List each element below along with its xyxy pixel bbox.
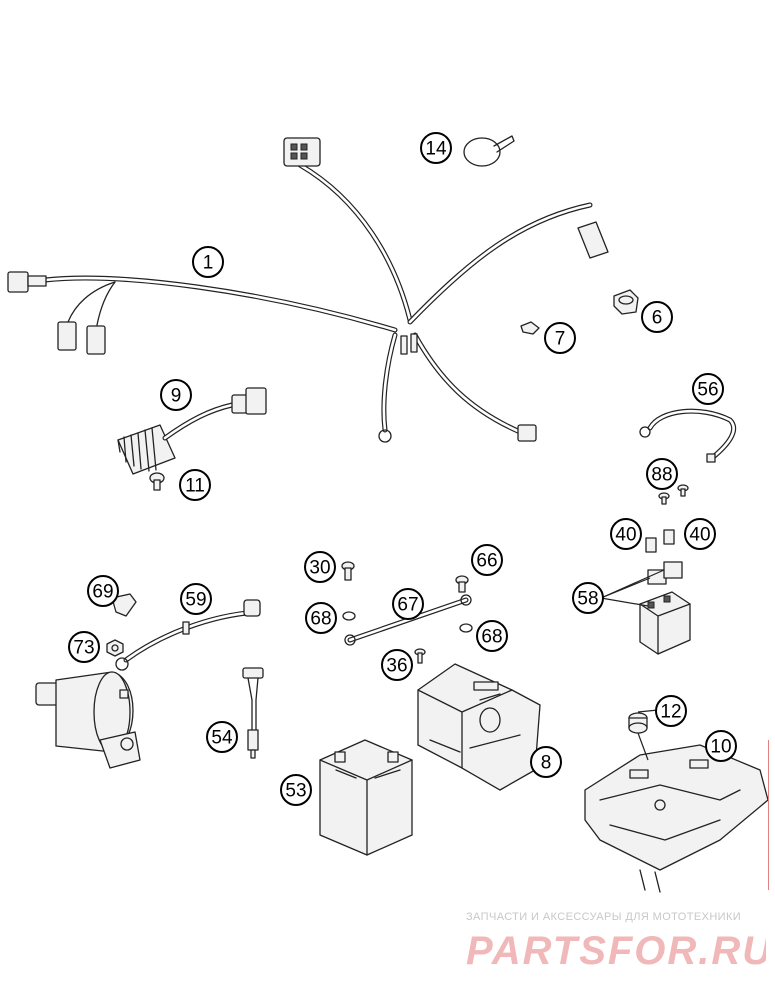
callout-30: 30 <box>304 551 336 583</box>
callout-56: 56 <box>692 373 724 405</box>
callout-label: 30 <box>309 558 330 579</box>
callout-7: 7 <box>544 322 576 354</box>
callout-40-right: 40 <box>684 518 716 550</box>
callout-label: 66 <box>476 551 497 572</box>
callout-label: 59 <box>185 590 206 611</box>
cable-tie[interactable] <box>463 135 515 167</box>
callout-66: 66 <box>471 544 503 576</box>
screw-66[interactable] <box>455 575 469 593</box>
screw-36[interactable] <box>414 648 426 664</box>
battery[interactable] <box>319 739 413 856</box>
callout-label: 10 <box>710 737 731 758</box>
electronics-tray[interactable] <box>584 744 769 893</box>
battery-holder[interactable] <box>417 663 541 791</box>
callout-67: 67 <box>392 588 424 620</box>
callout-8: 8 <box>530 746 562 778</box>
callout-label: 36 <box>386 656 407 677</box>
callout-label: 73 <box>73 638 94 659</box>
callout-12: 12 <box>655 695 687 727</box>
starter-relay[interactable] <box>639 561 691 655</box>
callout-label: 88 <box>651 465 672 486</box>
callout-59: 59 <box>180 583 212 615</box>
starter-motor[interactable] <box>35 671 141 769</box>
ground-cable[interactable] <box>639 408 737 463</box>
starter-cable[interactable] <box>115 599 261 671</box>
callout-label: 56 <box>697 380 718 401</box>
callout-label: 68 <box>310 609 331 630</box>
terminal-cap[interactable] <box>111 593 137 617</box>
leader-lines <box>600 569 665 761</box>
callout-label: 53 <box>285 781 306 802</box>
fuse-screws[interactable] <box>658 484 689 505</box>
callout-1: 1 <box>192 246 224 278</box>
callout-label: 9 <box>171 386 182 407</box>
fuse-holder[interactable] <box>242 667 264 759</box>
callout-9: 9 <box>160 379 192 411</box>
edge-marker <box>768 740 769 890</box>
callout-label: 7 <box>555 329 566 350</box>
callout-54: 54 <box>206 721 238 753</box>
callout-label: 11 <box>185 476 205 497</box>
callout-label: 8 <box>541 753 552 774</box>
callout-label: 54 <box>211 728 233 749</box>
grommet[interactable] <box>628 712 648 734</box>
callout-68-left: 68 <box>305 602 337 634</box>
callout-40-left: 40 <box>610 518 642 550</box>
callout-label: 14 <box>425 139 447 160</box>
callout-label: 6 <box>652 308 663 329</box>
callout-label: 40 <box>615 525 636 546</box>
callout-11: 11 <box>179 469 211 501</box>
callout-label: 68 <box>481 627 502 648</box>
callout-53: 53 <box>280 774 312 806</box>
callout-label: 40 <box>689 525 710 546</box>
callout-68-right: 68 <box>476 620 508 652</box>
callout-36: 36 <box>381 649 413 681</box>
fuses[interactable] <box>645 529 675 553</box>
main-wiring-harness[interactable] <box>7 137 609 443</box>
callout-58: 58 <box>572 582 604 614</box>
washers[interactable] <box>342 611 473 633</box>
callout-6: 6 <box>641 301 673 333</box>
regulator-screw[interactable] <box>149 472 165 491</box>
watermark-logo: PARTSFOR.RU <box>466 929 766 970</box>
voltage-regulator[interactable] <box>117 387 267 475</box>
watermark-logo-text: PARTSFOR.RU <box>466 929 766 970</box>
callout-14: 14 <box>420 132 452 164</box>
callout-69: 69 <box>87 575 119 607</box>
clip[interactable] <box>613 289 639 315</box>
callout-label: 67 <box>397 595 418 616</box>
callout-73: 73 <box>68 631 100 663</box>
callout-label: 69 <box>92 582 113 603</box>
small-clip[interactable] <box>520 321 540 335</box>
callout-label: 12 <box>660 702 681 723</box>
watermark-tagline: ЗАПЧАСТИ И АКСЕССУАРЫ ДЛЯ МОТОТЕХНИКИ <box>466 911 742 923</box>
callout-10: 10 <box>705 730 737 762</box>
callout-label: 1 <box>203 253 214 274</box>
callout-88: 88 <box>646 458 678 490</box>
nut[interactable] <box>106 639 124 657</box>
callout-label: 58 <box>577 589 598 610</box>
screw-30[interactable] <box>341 561 355 581</box>
